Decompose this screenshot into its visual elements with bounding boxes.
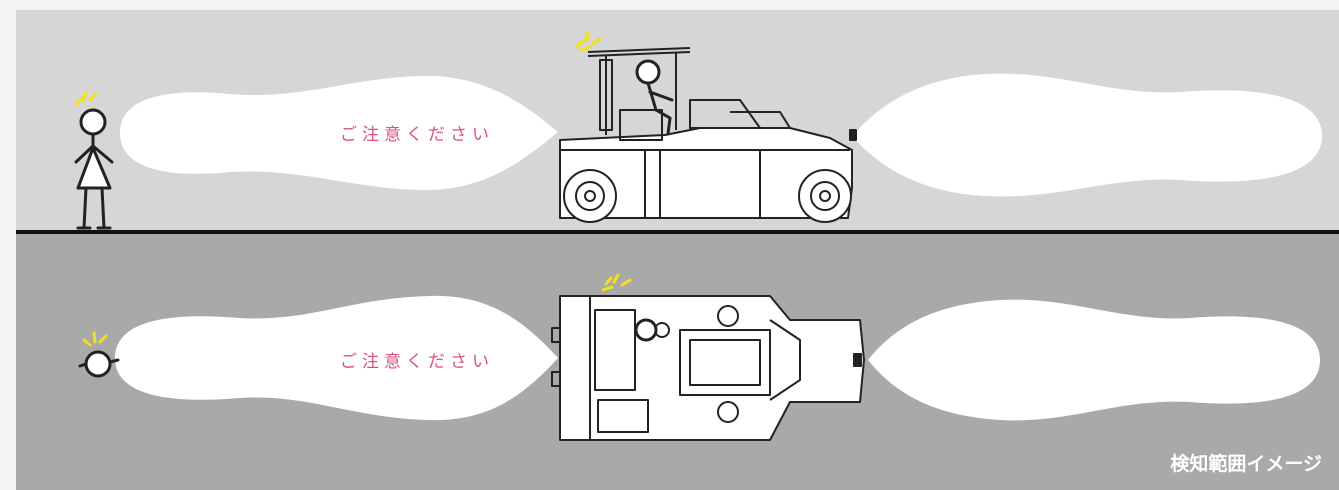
side-rear-detection-zone [120, 75, 558, 191]
side-warning-label: ご注意ください [340, 125, 494, 145]
side-front-detection-zone [852, 73, 1322, 197]
top-rear-detection-zone [115, 295, 558, 421]
pedestrian-alert-icon [74, 90, 98, 106]
vehicle-side-view [559, 47, 857, 223]
detection-range-caption: 検知範囲イメージ [1170, 452, 1322, 475]
side-view-panel: ご注意ください [16, 10, 1339, 234]
driver-figure [635, 59, 674, 136]
top-front-detection-zone [868, 299, 1320, 421]
top-view-panel: ご注意ください [16, 234, 1339, 490]
driver-top-figure [634, 318, 658, 342]
pedestrian-side-figure [74, 108, 114, 230]
driver-alert-icon [575, 30, 602, 52]
pedestrian-top-figure [78, 350, 120, 378]
top-warning-label: ご注意ください [340, 352, 494, 372]
ground-line [16, 230, 1339, 234]
driver-top-alert-icon [601, 273, 632, 292]
pedestrian-top-alert-icon [82, 331, 108, 347]
